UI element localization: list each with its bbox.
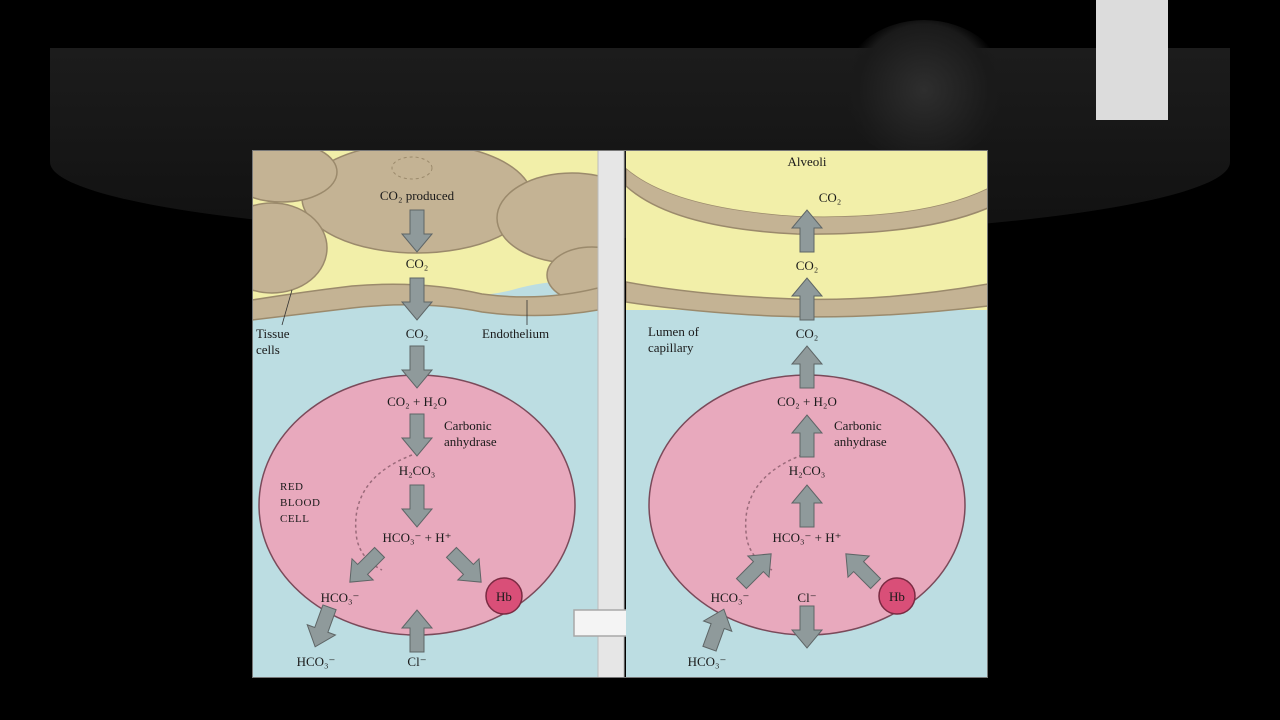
rbc-inner-contour: [745, 454, 803, 571]
co2-label: CO₂: [819, 190, 842, 205]
enzyme-label: Carbonic: [444, 418, 492, 433]
co2-produced-label: CO₂ produced: [380, 188, 455, 203]
co2-label: CO₂: [406, 326, 429, 341]
decorative-glow: [840, 20, 1008, 160]
rbc-label: BLOOD: [280, 497, 320, 509]
hco3-h-label: HCO₃⁻ + H⁺: [383, 530, 452, 545]
hemoglobin-circle: [485, 577, 523, 615]
lumen-label: Lumen of: [648, 324, 700, 339]
left-panel-tissue: Hb CO₂ produced CO₂ CO₂ Tissue cells End…: [252, 150, 598, 678]
endothelium-label: Endothelium: [482, 326, 549, 341]
enzyme-label: anhydrase: [834, 434, 887, 449]
cell-nucleus: [391, 156, 433, 180]
chloride-label: Cl⁻: [407, 654, 426, 669]
tissue-cell: [252, 150, 338, 203]
hb-label: Hb: [889, 589, 905, 604]
hb-label: Hb: [496, 589, 512, 604]
chloride-label: Cl⁻: [797, 590, 816, 605]
h2co3-label: H₂CO₃: [789, 463, 826, 478]
enzyme-label: Carbonic: [834, 418, 882, 433]
co2-label: CO₂: [796, 258, 819, 273]
decorative-tab: [1096, 0, 1168, 120]
hemoglobin-circle: [878, 577, 916, 615]
enzyme-label: anhydrase: [444, 434, 497, 449]
rbc-label: CELL: [280, 513, 310, 525]
h2co3-label: H₂CO₃: [399, 463, 436, 478]
rbc-inner-contour: [355, 454, 413, 571]
hco3-label: HCO₃⁻: [321, 590, 360, 605]
reaction-label: CO₂ + H₂O: [777, 394, 837, 409]
diagram-svg: Hb CO₂ produced CO₂ CO₂ Tissue cells End…: [252, 149, 988, 679]
reaction-label: CO₂ + H₂O: [387, 394, 447, 409]
tissue-cells-label: cells: [256, 342, 280, 357]
figure-border: [252, 150, 988, 678]
alveolar-space: [626, 150, 988, 217]
hco3-label: HCO₃⁻: [688, 654, 727, 669]
right-panel-lung: Hb Alveoli CO₂ CO₂ Lumen of capillary CO…: [626, 150, 988, 678]
tissue-cells-label: Tissue: [256, 326, 290, 341]
co2-transport-diagram: Hb CO₂ produced CO₂ CO₂ Tissue cells End…: [252, 149, 988, 679]
tissue-cell: [252, 202, 328, 294]
hco3-h-label: HCO₃⁻ + H⁺: [773, 530, 842, 545]
lumen-label: capillary: [648, 340, 694, 355]
panel-divider: [597, 149, 625, 679]
leader-line: [281, 289, 293, 326]
hco3-label: HCO₃⁻: [297, 654, 336, 669]
alveoli-label: Alveoli: [788, 154, 827, 169]
rbc-label: RED: [280, 481, 304, 493]
co2-label: CO₂: [796, 326, 819, 341]
co2-label: CO₂: [406, 256, 429, 271]
hco3-label: HCO₃⁻: [711, 590, 750, 605]
